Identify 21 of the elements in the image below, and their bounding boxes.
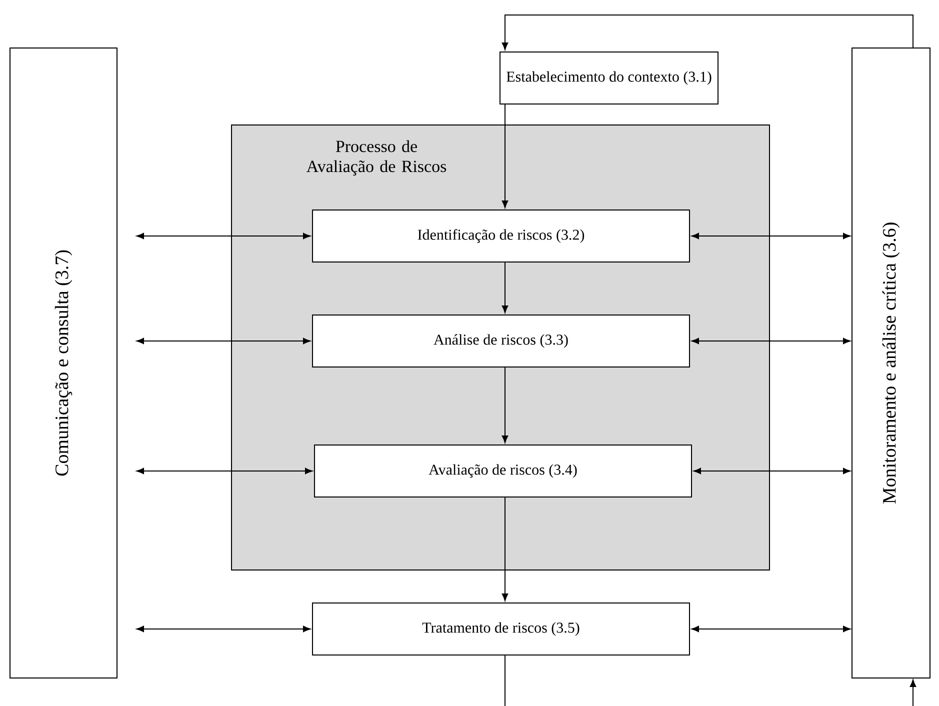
process-box: Avaliação de riscos (3.4)	[314, 444, 692, 498]
arrow	[136, 468, 313, 474]
arrow	[502, 14, 914, 50]
arrow	[136, 338, 311, 344]
vertical-band: Comunicação e consulta (3.7)	[10, 47, 118, 678]
process-box: Tratamento de riscos (3.5)	[312, 602, 690, 656]
arrow	[502, 496, 508, 601]
process-box: Identificação de riscos (3.2)	[312, 210, 690, 262]
arrow	[692, 626, 851, 632]
vertical-band: Monitoramento e análise crítica (3.6)	[852, 47, 930, 678]
process-box: Análise de riscos (3.3)	[312, 314, 690, 368]
arrow	[502, 366, 508, 443]
arrow	[694, 468, 851, 474]
arrow	[910, 679, 916, 706]
process-box: Estabelecimento do contexto (3.1)	[500, 52, 718, 104]
arrow	[502, 104, 508, 208]
arrow	[692, 232, 851, 240]
arrow	[136, 232, 311, 240]
arrow	[136, 626, 311, 632]
arrow	[692, 338, 851, 344]
arrow	[502, 262, 508, 313]
